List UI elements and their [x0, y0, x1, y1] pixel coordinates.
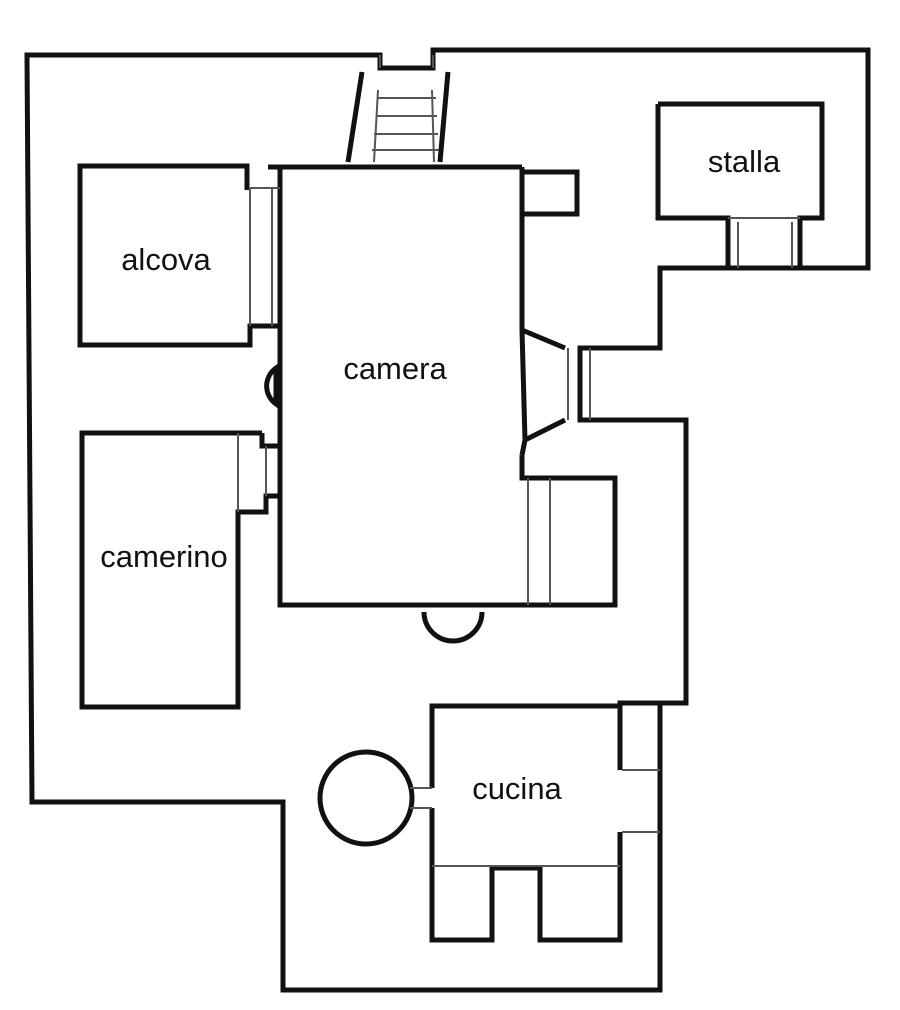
- camera-walls: [268, 164, 618, 608]
- cucina-walls: [429, 700, 660, 943]
- room-label-stalla: stalla: [708, 144, 781, 179]
- camera-south-apse: [421, 611, 485, 644]
- room-label-alcova: alcova: [121, 242, 211, 277]
- camera-east-doorway: [567, 348, 591, 420]
- room-label-camerino: camerino: [100, 539, 228, 574]
- entrance-stair: [345, 55, 451, 163]
- camerino-walls: [79, 430, 280, 710]
- oven-passage: [410, 787, 432, 809]
- room-label-camera: camera: [343, 351, 447, 386]
- outer-wall: [24, 47, 871, 993]
- room-label-cucina: cucina: [472, 771, 562, 806]
- stalla-doorway: [728, 217, 800, 268]
- camera-east-niche: [522, 169, 580, 217]
- alcova-doorway: [249, 187, 280, 326]
- round-oven: [317, 749, 415, 847]
- camera-side-corridor: [527, 478, 551, 605]
- cucina-east-doorway: [622, 769, 660, 833]
- camera-west-apse: [264, 363, 279, 409]
- camerino-doorway: [237, 433, 267, 512]
- stalla-walls: [655, 101, 825, 268]
